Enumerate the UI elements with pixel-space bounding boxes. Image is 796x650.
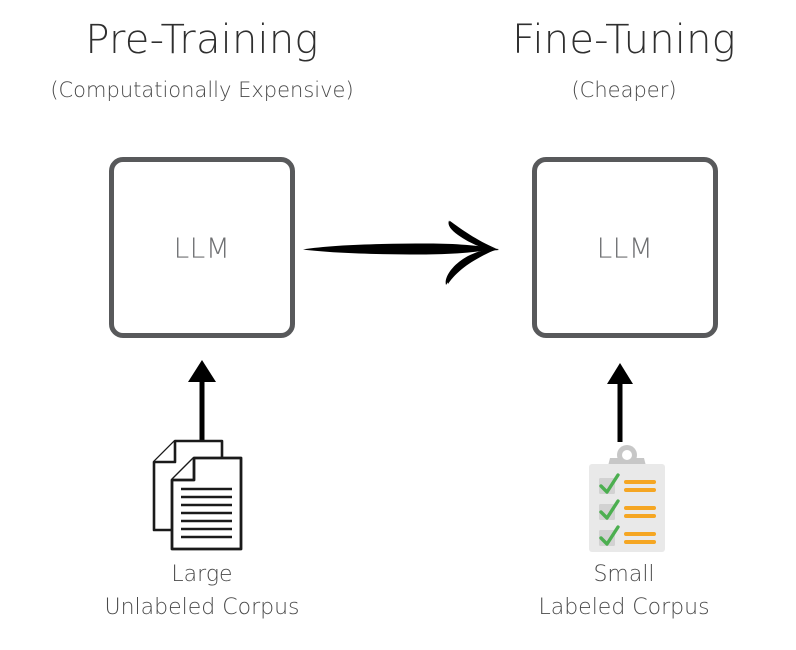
stage-fine-tuning: Fine-Tuning (Cheaper) LLM [444, 0, 796, 650]
unlabeled-corpus-caption-line1: Large [171, 562, 233, 587]
labeled-corpus-feed-arrow [600, 362, 640, 444]
pre-training-to-fine-tuning-arrow [300, 218, 514, 290]
unlabeled-corpus-caption-line2: Unlabeled Corpus [104, 595, 300, 620]
pre-training-llm-box: LLM [109, 157, 295, 338]
documents-icon [144, 437, 264, 555]
pre-training-subtitle: (Computationally Expensive) [50, 78, 354, 102]
pre-training-title: Pre-Training [85, 17, 319, 63]
fine-tuning-title: Fine-Tuning [512, 17, 736, 63]
clipboard-checklist-icon [567, 440, 687, 558]
fine-tuning-llm-box: LLM [532, 157, 718, 338]
pre-training-llm-label: LLM [173, 231, 231, 264]
labeled-corpus-caption-line2: Labeled Corpus [538, 595, 710, 620]
labeled-corpus-caption-line1: Small [593, 562, 655, 587]
labeled-corpus-caption: Small Labeled Corpus [444, 558, 796, 624]
stage-pre-training: Pre-Training (Computationally Expensive)… [22, 0, 382, 650]
unlabeled-corpus-caption: Large Unlabeled Corpus [22, 558, 382, 624]
fine-tuning-subtitle: (Cheaper) [571, 78, 677, 102]
unlabeled-corpus-feed-arrow [182, 358, 222, 440]
fine-tuning-llm-label: LLM [596, 231, 654, 264]
